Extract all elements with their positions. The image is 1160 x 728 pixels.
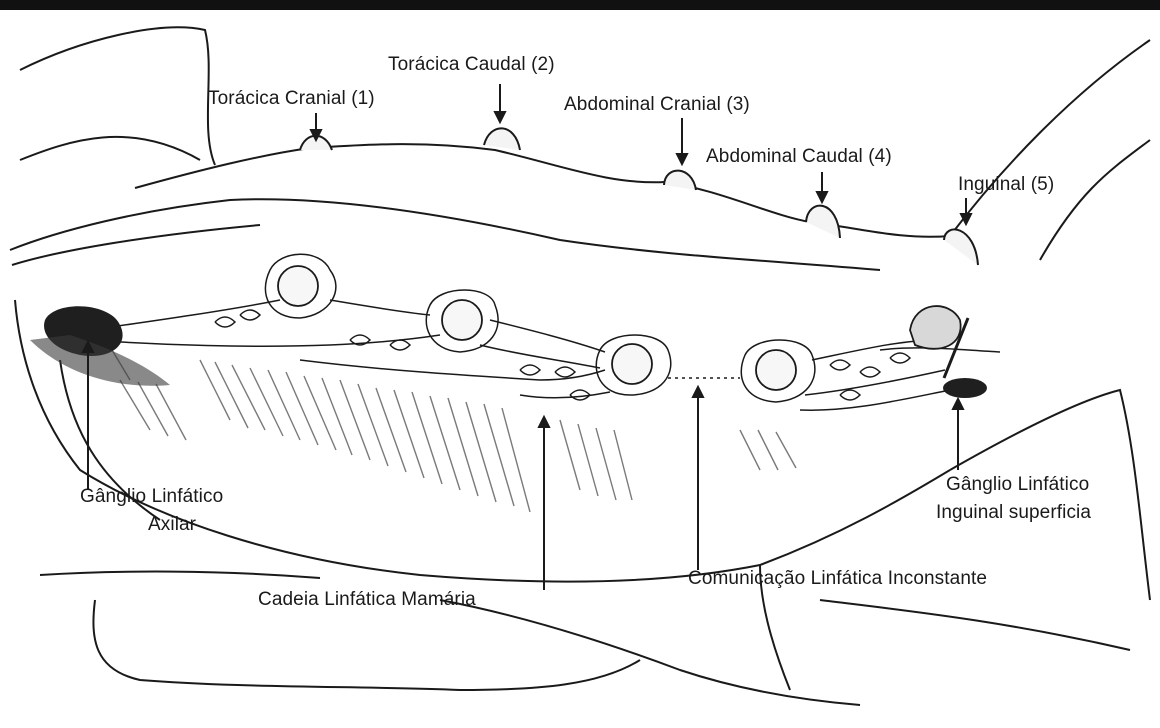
label-mammary-chain: Cadeia Linfática Mamária (258, 589, 476, 611)
label-inguinal-node-line2: Inguinal superficia (936, 502, 1091, 524)
gland-4 (756, 350, 796, 390)
inguinal-lymph-node (943, 378, 987, 398)
teat-3-shape (664, 171, 696, 190)
top-border-bar (0, 0, 1160, 10)
inguinal-mass (910, 306, 961, 349)
teat-4-shape (806, 206, 840, 238)
gland-1 (278, 266, 318, 306)
label-inguinal-node-line1: Gânglio Linfático (946, 474, 1089, 496)
mammary-glands (278, 266, 796, 390)
label-axillary-node-line1: Gânglio Linfático (80, 486, 223, 508)
label-teat-2: Torácica Caudal (2) (388, 54, 555, 76)
gland-3 (612, 344, 652, 384)
label-axillary-node-line2: Axilar (148, 514, 196, 536)
skin-outline (10, 27, 1150, 705)
label-inconstant-communication: Comunicação Linfática Inconstante (688, 568, 987, 590)
gland-2 (442, 300, 482, 340)
label-teat-5: Inguinal (5) (958, 174, 1054, 196)
teat-2-shape (484, 128, 520, 150)
label-teat-4: Abdominal Caudal (4) (706, 146, 892, 168)
fur-hatching (100, 330, 796, 512)
label-teat-1: Torácica Cranial (1) (208, 88, 375, 110)
lymph-network (90, 254, 1000, 410)
label-teat-3: Abdominal Cranial (3) (564, 94, 750, 116)
teat-5-shape (944, 229, 978, 265)
